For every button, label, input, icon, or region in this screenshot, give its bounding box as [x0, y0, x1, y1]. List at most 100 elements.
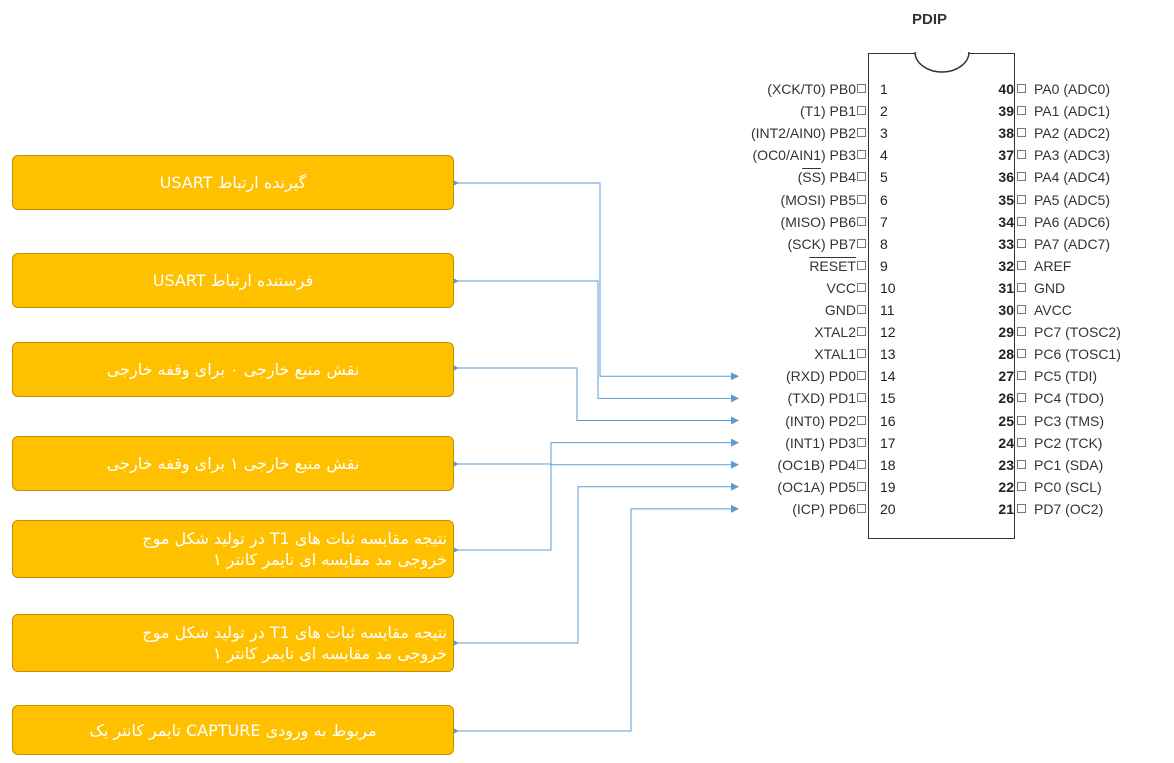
wire-pin-17 — [451, 438, 739, 468]
pin-stub-24 — [1017, 437, 1026, 447]
pin-label-9: RESET — [809, 258, 856, 274]
pin-name-21: PD7 — [1034, 500, 1062, 517]
pin-alt-34: (ADC6) — [1063, 213, 1110, 230]
pin-alt-14: (RXD) — [785, 368, 825, 385]
pin-alt-21: (OC2) — [1065, 500, 1104, 517]
pin-stub-1 — [857, 84, 866, 93]
pin-stub-16 — [857, 415, 866, 425]
pin-alt-33: (ADC7) — [1063, 235, 1110, 252]
pin-alt-7: (MISO) — [780, 213, 826, 230]
wire-pin-15 — [451, 277, 739, 403]
pin-label-29: PC7 (TOSC2) — [1034, 324, 1121, 340]
pin-name-9: RESET — [809, 257, 856, 274]
pin-name-36: PA4 — [1034, 169, 1060, 186]
pin-alt-18: (OC1B) — [777, 456, 825, 473]
pin-number-37: 37 — [998, 147, 1014, 164]
pin-name-39: PA1 — [1034, 103, 1060, 120]
pin-label-3: (INT2/AIN0) PB2 — [751, 125, 856, 141]
pin-number-23: 23 — [998, 456, 1014, 473]
pin-name-6: PB5 — [829, 191, 856, 208]
pin-name-5: PB4 — [829, 169, 856, 186]
pin-alt-36: (ADC4) — [1063, 169, 1110, 186]
pin-stub-7 — [857, 216, 866, 226]
pin-alt-40: (ADC0) — [1063, 81, 1110, 97]
pin-name-40: PA0 — [1034, 81, 1060, 97]
pin-label-36: PA4 (ADC4) — [1034, 169, 1110, 185]
pin-alt-24: (TCK) — [1065, 434, 1103, 451]
pin-alt-16: (INT0) — [785, 412, 825, 429]
pin-label-2: (T1) PB1 — [800, 103, 856, 119]
pin-name-16: PD2 — [828, 412, 856, 429]
annotation-text: مربوط به ورودی CAPTURE تایمر کانتر یک — [89, 720, 377, 740]
pin-stub-40 — [1017, 84, 1026, 93]
pin-alt-29: (TOSC2) — [1065, 324, 1121, 341]
pin-stub-37 — [1017, 150, 1026, 160]
pin-name-29: PC7 — [1034, 324, 1062, 341]
pin-stub-32 — [1017, 260, 1026, 270]
pin-alt-39: (ADC1) — [1063, 103, 1110, 120]
pin-number-10: 10 — [880, 279, 896, 296]
pin-alt-25: (TMS) — [1065, 412, 1105, 429]
pin-alt-38: (ADC2) — [1063, 125, 1110, 142]
pin-stub-27 — [1017, 371, 1026, 381]
pin-label-23: PC1 (SDA) — [1034, 457, 1103, 473]
annotation-text: نقش منبع خارجی ۰ برای وقفه خارجی — [106, 360, 360, 379]
pin-name-3: PB2 — [829, 125, 856, 142]
pin-label-33: PA7 (ADC7) — [1034, 236, 1110, 252]
pin-alt-35: (ADC5) — [1063, 191, 1110, 208]
pin-stub-4 — [857, 150, 866, 160]
annotation-text: گیرنده ارتباط USART — [159, 173, 307, 192]
pin-number-39: 39 — [998, 103, 1014, 120]
pin-label-25: PC3 (TMS) — [1034, 413, 1104, 429]
wire-pin-20 — [451, 504, 739, 735]
ic-package-body — [868, 52, 1015, 539]
pin-label-31: GND — [1034, 280, 1065, 296]
pin-label-10: VCC — [826, 280, 856, 296]
pin-alt-15: (TXD) — [787, 390, 825, 407]
pin-stub-8 — [857, 238, 866, 248]
pin-number-22: 22 — [998, 478, 1014, 495]
annotation-text: نتیجه مقایسه ثبات های T1 در تولید شکل مو… — [142, 529, 447, 548]
pin-label-8: (SCK) PB7 — [788, 236, 856, 252]
pin-number-30: 30 — [998, 302, 1014, 318]
pin-number-36: 36 — [998, 169, 1014, 186]
pin-label-12: XTAL2 — [814, 324, 856, 340]
pin-stub-12 — [857, 327, 866, 337]
pin-label-13: XTAL1 — [814, 346, 856, 362]
pin-label-24: PC2 (TCK) — [1034, 435, 1102, 451]
pin-alt-5: (SS) — [797, 169, 826, 186]
pin-label-21: PD7 (OC2) — [1034, 501, 1103, 517]
pin-name-4: PB3 — [829, 147, 856, 164]
pin-number-7: 7 — [880, 213, 888, 230]
pin-label-35: PA5 (ADC5) — [1034, 192, 1110, 208]
pin-number-19: 19 — [880, 478, 896, 495]
pin-stub-33 — [1017, 238, 1026, 248]
pin-label-38: PA2 (ADC2) — [1034, 125, 1110, 141]
pin-name-19: PD5 — [828, 478, 856, 495]
pin-number-38: 38 — [998, 125, 1014, 142]
pin-number-21: 21 — [998, 500, 1014, 517]
wire-pin-18 — [451, 460, 739, 554]
annotation-text: نقش منبع خارجی ۱ برای وقفه خارجی — [106, 454, 360, 473]
pin-name-30: AVCC — [1034, 302, 1072, 318]
pin-number-11: 11 — [880, 302, 895, 318]
pin-label-17: (INT1) PD3 — [785, 435, 856, 451]
pin-stub-13 — [857, 349, 866, 359]
pin-label-6: (MOSI) PB5 — [781, 192, 856, 208]
pin-number-6: 6 — [880, 191, 888, 208]
pin-label-5: (SS) PB4 — [798, 169, 856, 185]
pin-number-9: 9 — [880, 257, 888, 274]
pin-name-11: GND — [824, 302, 856, 318]
pin-stub-34 — [1017, 216, 1026, 226]
annotation-box-pin-15: فرستنده ارتباط USART — [12, 253, 454, 308]
pin-number-13: 13 — [880, 346, 896, 363]
pin-label-37: PA3 (ADC3) — [1034, 147, 1110, 163]
pin-label-7: (MISO) PB6 — [781, 214, 856, 230]
pin-stub-9 — [857, 260, 866, 270]
pin-number-25: 25 — [998, 412, 1014, 429]
pin-name-2: PB1 — [829, 103, 856, 120]
pin-alt-2: (T1) — [799, 103, 826, 120]
pin-number-35: 35 — [998, 191, 1014, 208]
pin-name-28: PC6 — [1034, 346, 1062, 363]
pin-name-12: XTAL2 — [814, 324, 856, 341]
